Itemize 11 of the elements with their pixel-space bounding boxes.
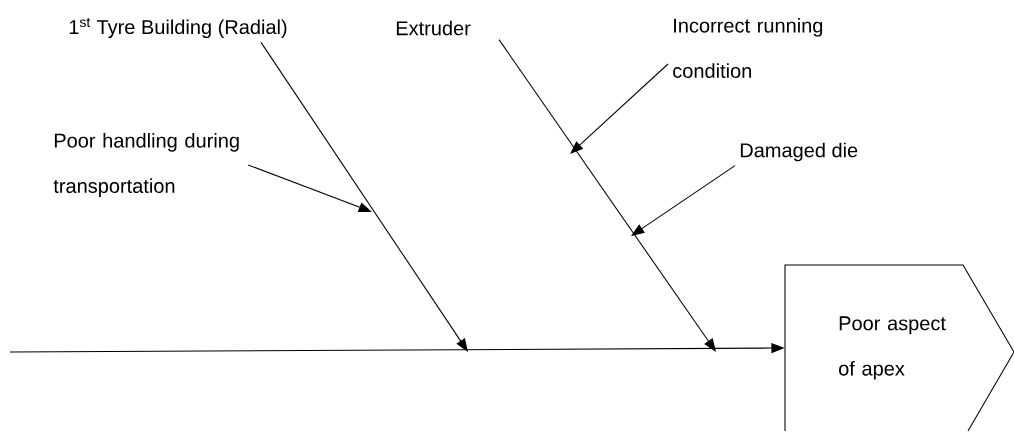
cause-arrow	[570, 63, 669, 154]
bone-arrow	[260, 41, 468, 352]
category-label: 1$^{st}$ Tyre Building (Radial)	[69, 17, 287, 39]
effect-head: Poor aspect of apex	[784, 264, 1014, 432]
bone-arrow	[498, 39, 716, 352]
cause-arrow	[247, 164, 372, 213]
cause-label: Incorrect running condition	[673, 18, 823, 78]
cause-label: Damaged die	[740, 142, 858, 162]
category-label: Extruder	[396, 20, 471, 36]
cause-arrow	[631, 165, 736, 236]
cause-label: Poor handling during transportation	[53, 133, 239, 197]
